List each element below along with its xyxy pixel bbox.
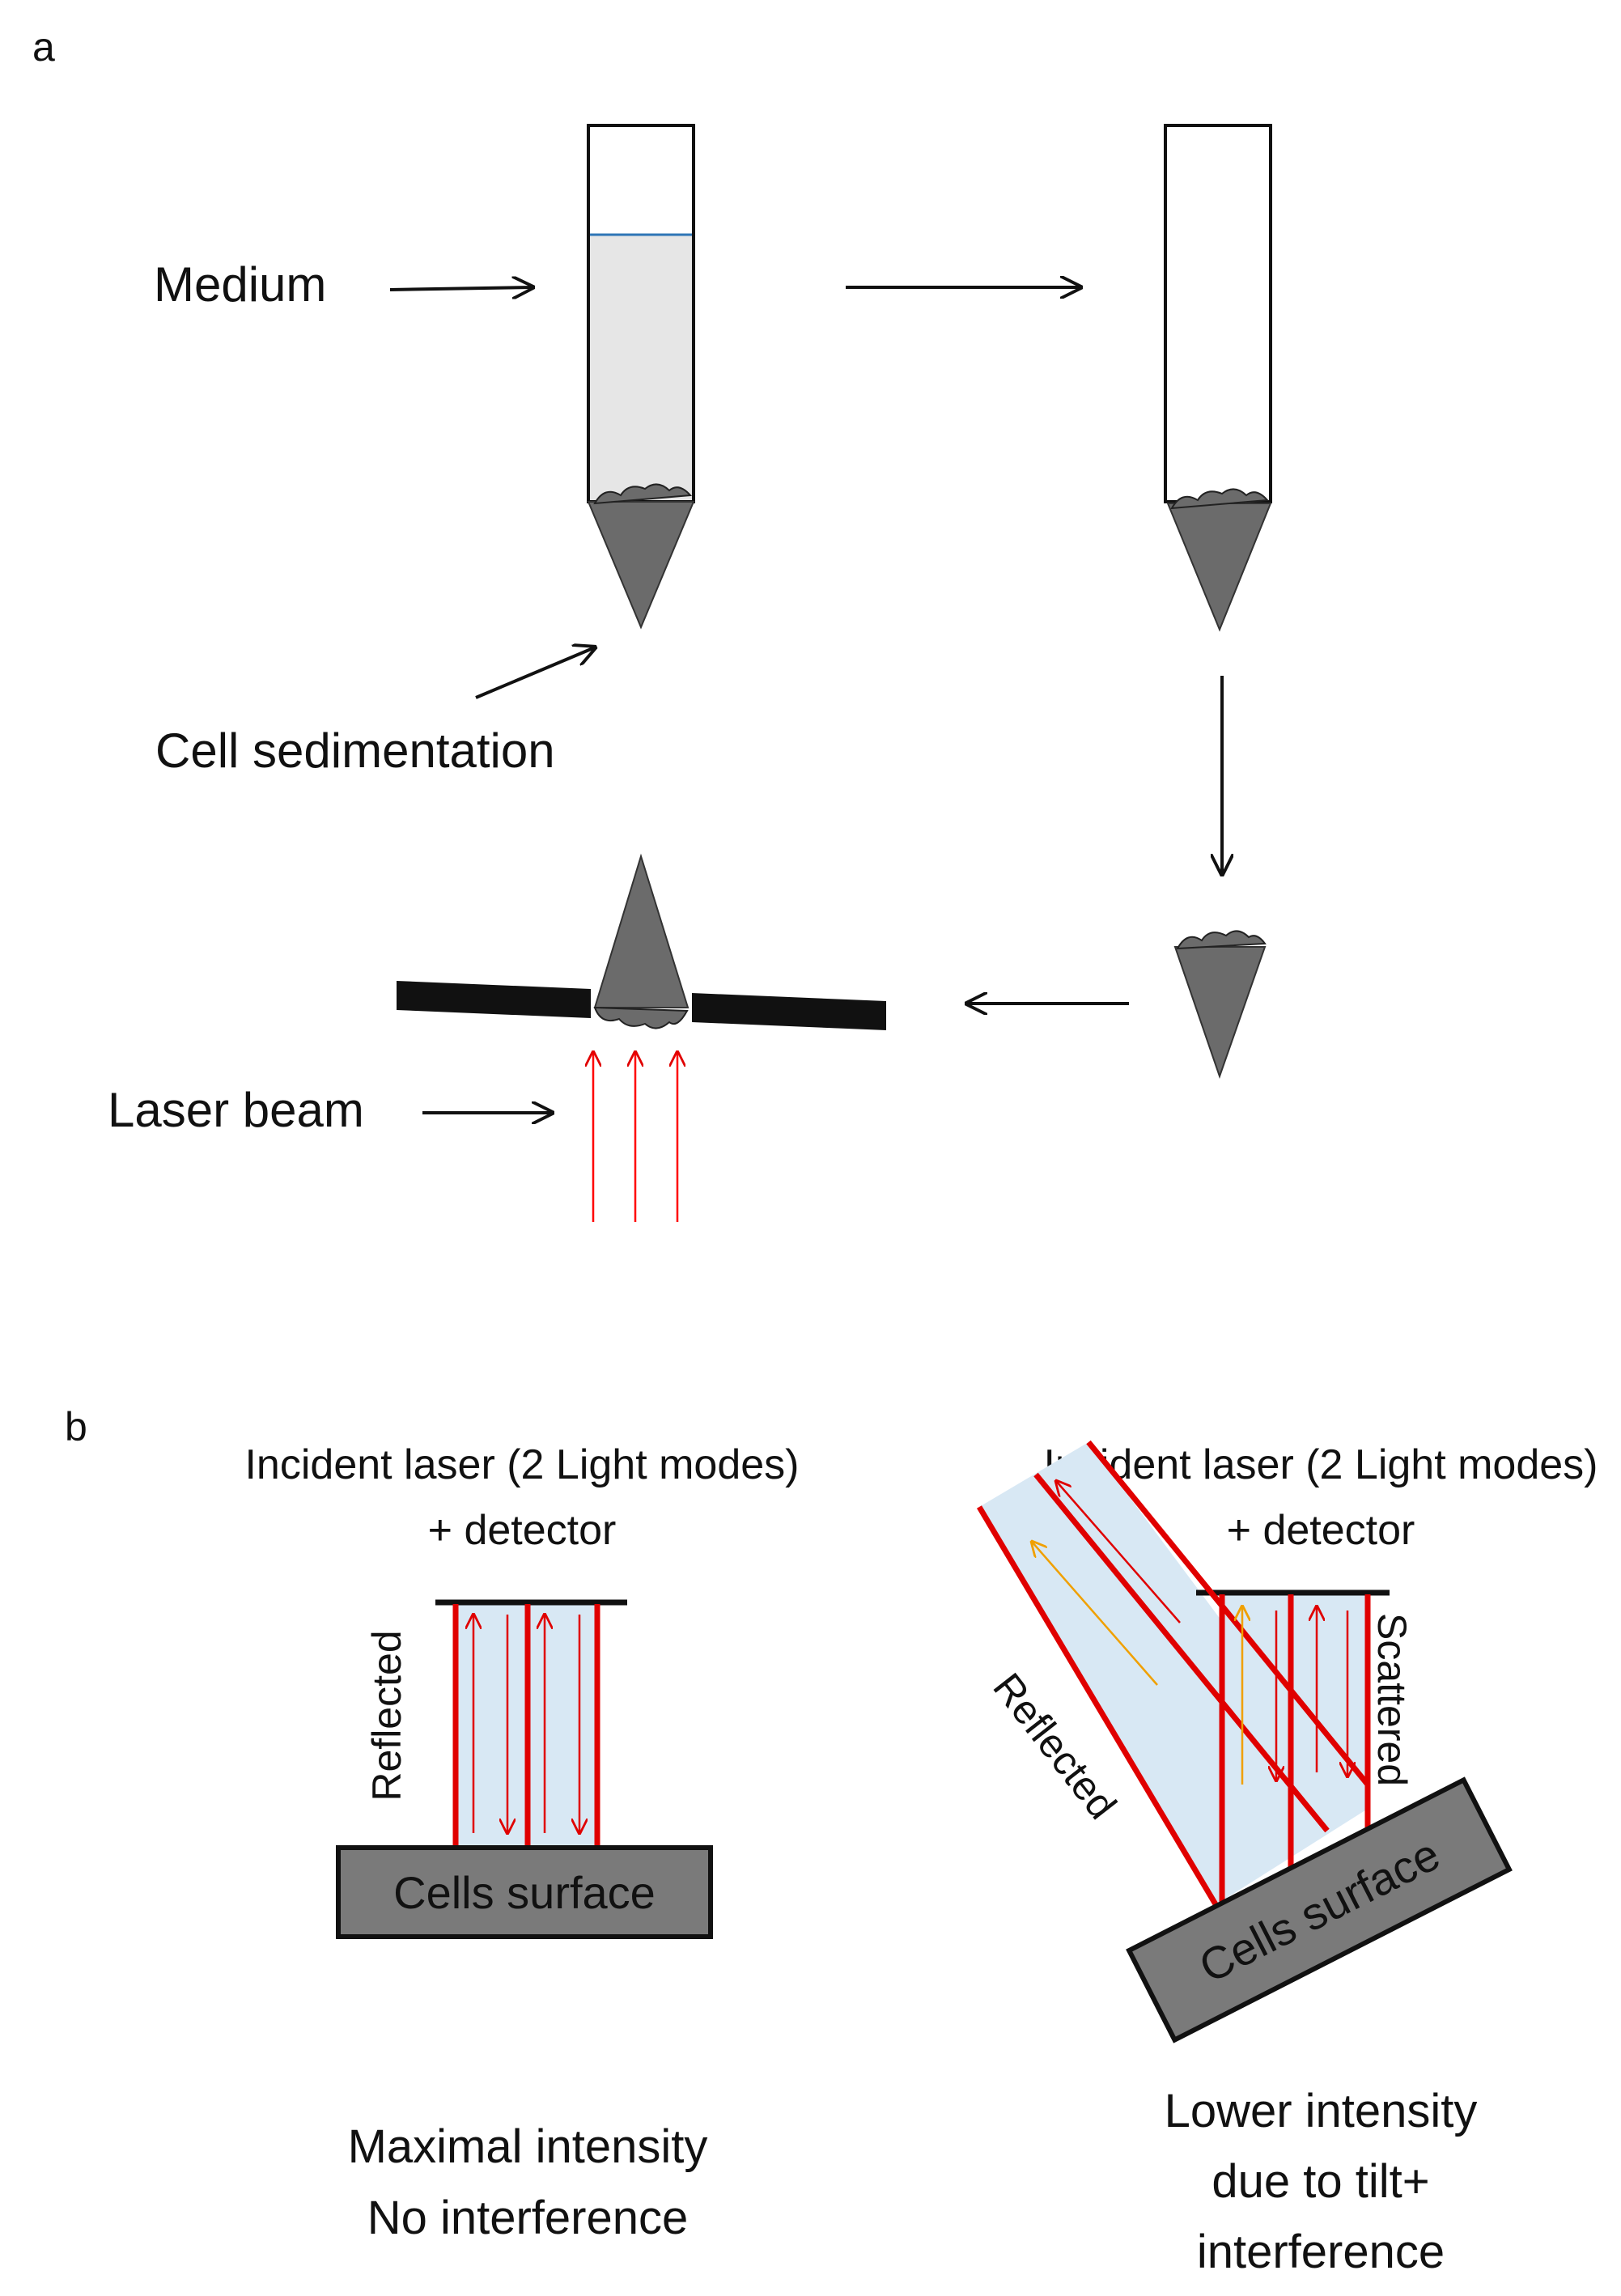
right-cells-surface [1126, 1776, 1513, 2043]
panel-b-label: b [65, 1404, 87, 1449]
panel-b-right: Incident laser (2 Light modes) + detecto… [976, 1440, 1598, 2278]
medium-fill [588, 235, 694, 502]
tube-empty [1164, 124, 1272, 632]
mounted-sample [397, 853, 886, 1222]
right-reflected-arrow-red [1056, 1481, 1181, 1623]
panel-b-left: Incident laser (2 Light modes) + detecto… [244, 1441, 799, 2244]
cell-clumps-2 [1170, 488, 1270, 510]
right-vertical-beam-fill [1220, 1594, 1368, 1902]
left-title-line2: + detector [428, 1507, 617, 1554]
panel-a-label: a [32, 24, 55, 70]
cell-pellet-cone [587, 501, 695, 630]
medium-label: Medium [154, 257, 326, 312]
left-title-line1: Incident laser (2 Light modes) [244, 1441, 799, 1488]
inverted-tip [593, 853, 690, 1008]
right-title-line1: Incident laser (2 Light modes) [1043, 1441, 1598, 1488]
left-caption-line2: No interference [367, 2192, 689, 2244]
inverted-clumps [593, 1006, 689, 1029]
right-scattered-label: Scattered [1369, 1613, 1415, 1786]
medium-pointer [389, 287, 533, 290]
panel-b: b Incident laser (2 Light modes) + detec… [65, 1404, 1598, 2278]
sedimentation-pointer [475, 647, 595, 699]
right-caption-line2: due to tilt+ [1212, 2155, 1429, 2208]
laser-label: Laser beam [108, 1083, 364, 1137]
plate-left [397, 981, 591, 1018]
right-caption-line3: interference [1197, 2226, 1445, 2278]
cell-pellet-cone-2 [1166, 503, 1272, 632]
left-cells-surface [336, 1845, 713, 1939]
plate-right [692, 993, 886, 1030]
tube-body-2 [1164, 124, 1272, 503]
left-caption-line1: Maximal intensity [348, 2120, 708, 2173]
right-caption-line1: Lower intensity [1165, 2085, 1478, 2137]
tip-cone [1173, 946, 1267, 1080]
panel-a: a [32, 24, 1272, 1222]
right-reflected-edge-3 [1086, 1440, 1370, 1787]
cut-tip [1173, 930, 1267, 1080]
left-surface-label: Cells surface [393, 1867, 656, 1918]
right-title-line2: + detector [1227, 1507, 1415, 1554]
sedimentation-label: Cell sedimentation [155, 724, 555, 778]
right-reflected-arrow-orange [1032, 1542, 1158, 1686]
right-reflected-edge-1 [976, 1505, 1221, 1910]
cell-clumps [593, 483, 693, 505]
tube-with-medium [587, 124, 695, 630]
tip-clumps [1176, 930, 1267, 950]
left-reflected-label: Reflected [364, 1630, 409, 1801]
